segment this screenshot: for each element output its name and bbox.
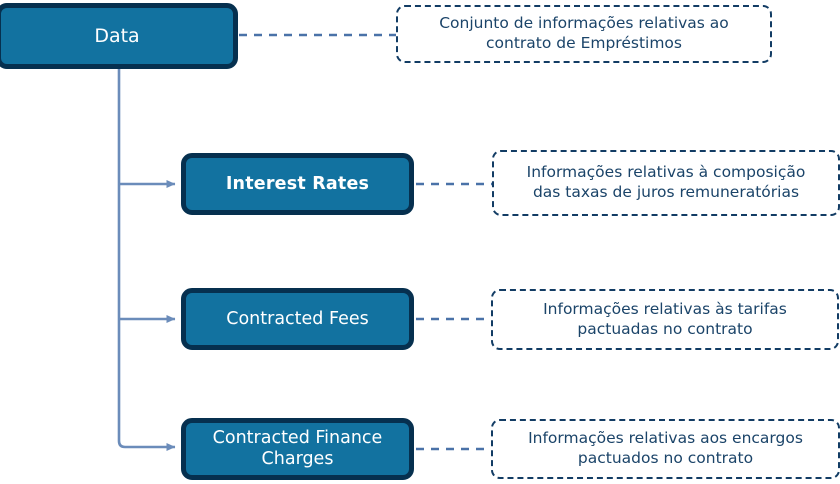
trunk-line	[117, 68, 176, 451]
node-data-label: Data	[94, 24, 140, 47]
node-contracted-fees-label: Contracted Fees	[226, 308, 369, 329]
note-interest-rates-text: Informações relativas à composição das t…	[526, 163, 806, 201]
note-interest-rates: Informações relativas à composição das t…	[492, 150, 840, 216]
node-interest-rates[interactable]: Interest Rates	[181, 153, 414, 215]
node-contracted-fees[interactable]: Contracted Fees	[181, 288, 414, 350]
note-data-text: Conjunto de informações relativas ao con…	[439, 14, 729, 52]
note-contracted-finance-charges-text: Informações relativas aos encargos pactu…	[528, 429, 803, 467]
note-contracted-fees: Informações relativas às tarifas pactuad…	[491, 289, 839, 350]
note-contracted-fees-text: Informações relativas às tarifas pactuad…	[543, 299, 787, 338]
node-contracted-finance-charges[interactable]: Contracted Finance Charges	[181, 418, 414, 480]
node-data[interactable]: Data	[0, 3, 238, 69]
note-contracted-finance-charges: Informações relativas aos encargos pactu…	[491, 419, 840, 479]
note-data: Conjunto de informações relativas ao con…	[396, 5, 772, 63]
node-interest-rates-label: Interest Rates	[225, 173, 370, 194]
node-contracted-finance-charges-label: Contracted Finance Charges	[212, 428, 383, 469]
